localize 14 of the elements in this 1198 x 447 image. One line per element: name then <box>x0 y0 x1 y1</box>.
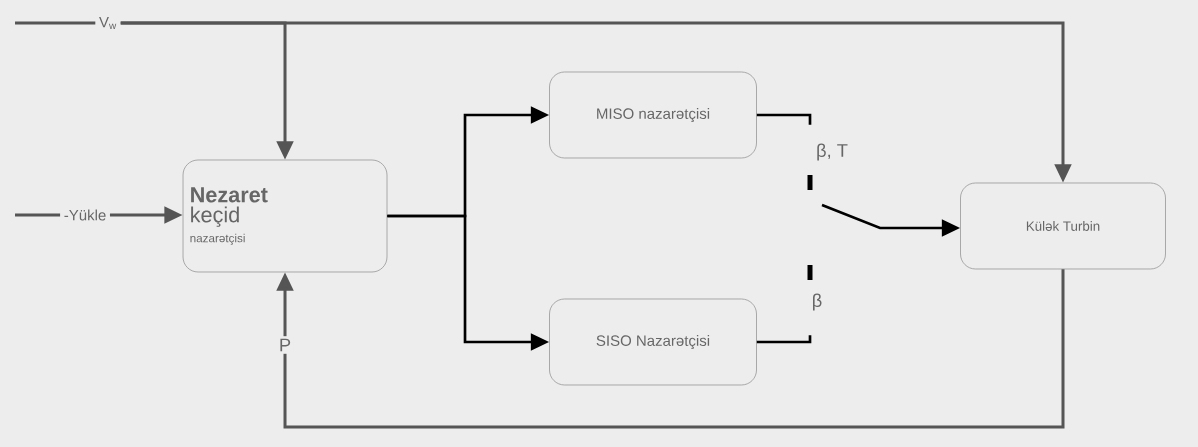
edge-label: P <box>280 338 291 352</box>
controller-box: Nezaret keçid nazarətçisi <box>182 159 388 273</box>
signal-label: -Yükle <box>60 206 110 224</box>
controller-box: MISO nazarətçisi <box>549 71 757 159</box>
connector-line <box>756 113 812 125</box>
switch-drawing <box>807 175 813 280</box>
connector-line <box>15 213 61 217</box>
connector-line <box>756 335 812 344</box>
connector-line <box>15 21 96 25</box>
controller-box: SISO Nazarətçisi <box>549 298 757 386</box>
turbine-box: Külək Turbin <box>960 182 1166 270</box>
edge-label: β, T <box>817 143 848 161</box>
arrow <box>276 269 1065 429</box>
edge-label: β <box>813 293 822 311</box>
